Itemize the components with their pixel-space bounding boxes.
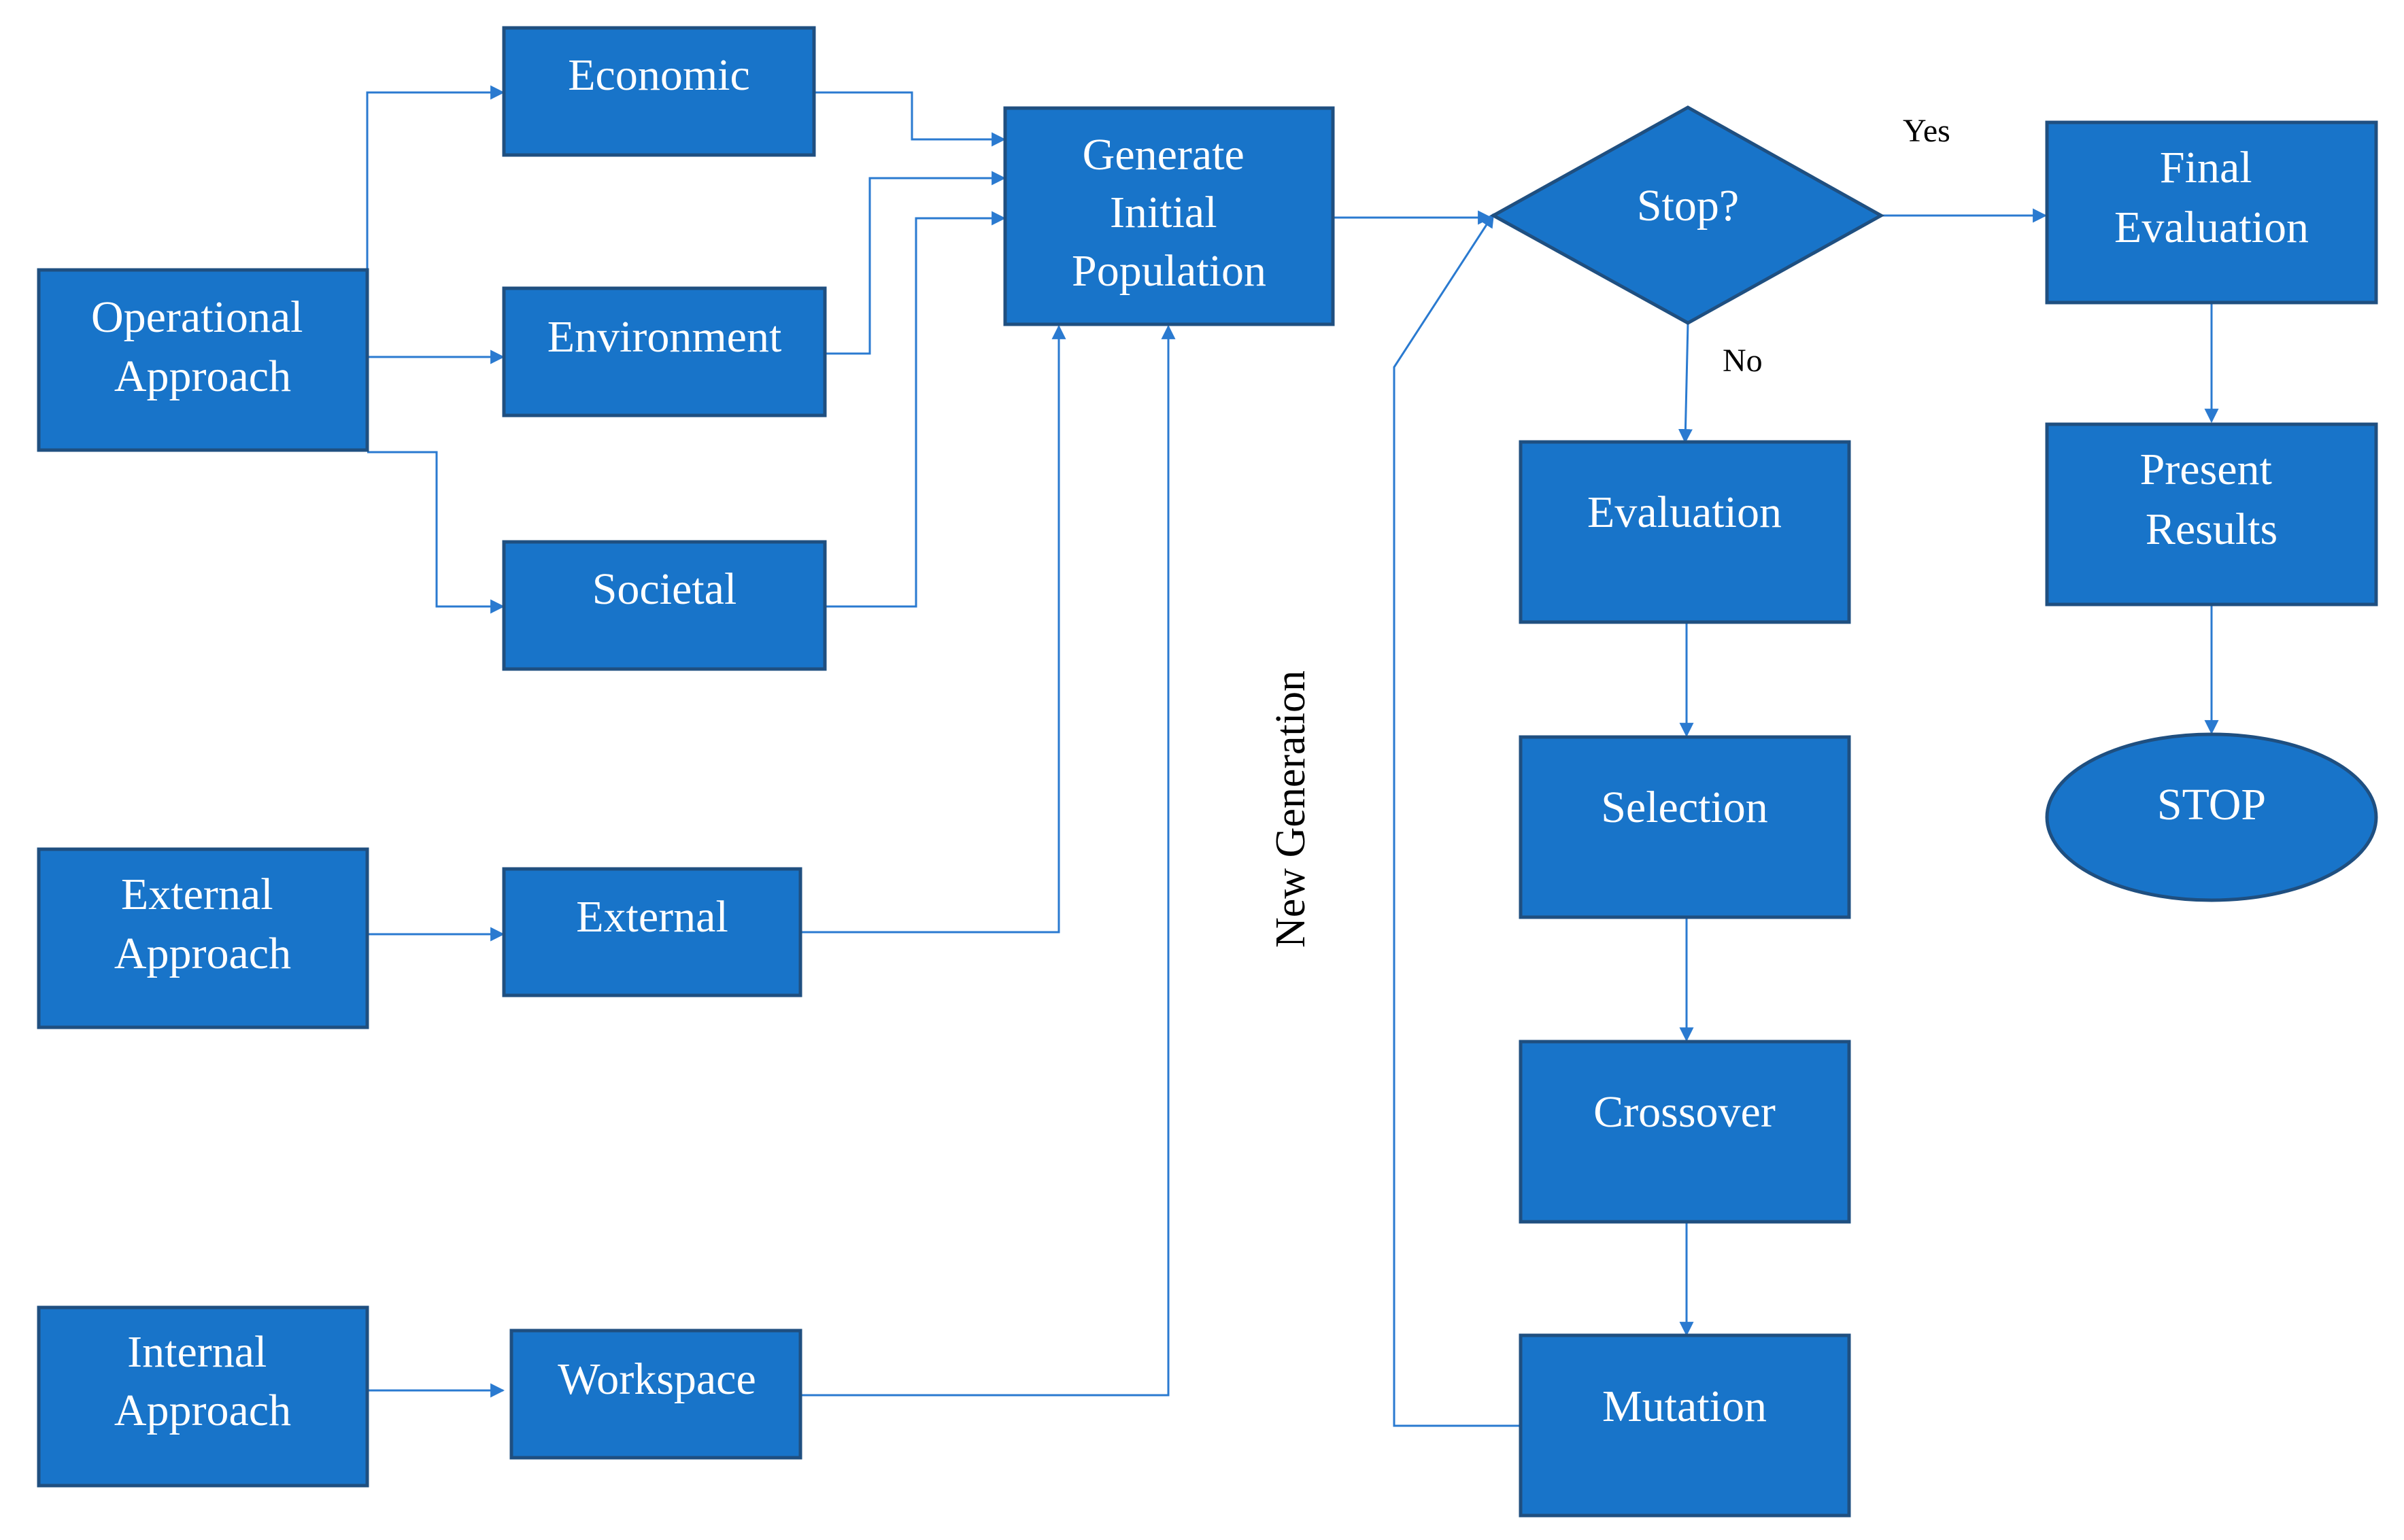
environment-label: Environment bbox=[547, 312, 782, 362]
edge-mutation-to-stop-loop bbox=[1393, 213, 1521, 1427]
stop-terminal-label: STOP bbox=[2157, 780, 2266, 829]
edge-workspace-to-generate bbox=[800, 324, 1176, 1397]
selection-label: Selection bbox=[1601, 783, 1768, 832]
no-label: No bbox=[1723, 343, 1763, 379]
edge-stop-no-to-evaluation bbox=[1678, 322, 1693, 444]
operational-approach-box bbox=[37, 268, 369, 452]
edge-operational-to-economic bbox=[366, 85, 505, 270]
edge-societal-to-generate bbox=[825, 211, 1006, 608]
internal-approach-label: Internal Approach bbox=[114, 1327, 291, 1435]
evaluation-label: Evaluation bbox=[1587, 487, 1782, 537]
workspace-box bbox=[509, 1329, 802, 1460]
crossover-label: Crossover bbox=[1593, 1087, 1776, 1137]
external-box bbox=[502, 867, 802, 997]
generate-initial-population-box bbox=[1003, 106, 1335, 326]
present-results-box bbox=[2045, 422, 2378, 606]
societal-box bbox=[502, 540, 827, 671]
mutation-label: Mutation bbox=[1602, 1382, 1767, 1431]
edge-labels: Yes No New Generation bbox=[1268, 113, 1950, 948]
node-labels: Operational Approach Economic Environmen… bbox=[91, 50, 2309, 1435]
mutation-box bbox=[1519, 1333, 1851, 1518]
evaluation-box bbox=[1519, 440, 1851, 624]
present-results-label: Present Results bbox=[2140, 445, 2284, 554]
external-approach-label: External Approach bbox=[114, 870, 291, 978]
internal-approach-box bbox=[37, 1305, 369, 1488]
external-approach-box bbox=[37, 847, 369, 1029]
economic-box bbox=[502, 26, 816, 157]
economic-label: Economic bbox=[568, 50, 750, 100]
stop-decision-label: Stop? bbox=[1637, 181, 1739, 230]
yes-label: Yes bbox=[1903, 113, 1950, 149]
edge-external-to-generate bbox=[800, 324, 1066, 934]
stop-terminal-ellipse bbox=[2045, 732, 2378, 902]
nodes bbox=[37, 26, 2378, 1518]
new-generation-label: New Generation bbox=[1268, 670, 1314, 948]
external-label: External bbox=[576, 892, 728, 942]
workspace-label: Workspace bbox=[558, 1354, 756, 1404]
societal-label: Societal bbox=[592, 564, 737, 614]
selection-box bbox=[1519, 735, 1851, 919]
operational-approach-label: Operational Approach bbox=[91, 292, 314, 401]
generate-initial-population-label: Generate Initial Population bbox=[1072, 130, 1266, 296]
stop-decision-diamond bbox=[1489, 105, 1885, 325]
final-evaluation-box bbox=[2045, 120, 2378, 305]
final-evaluation-label: Final Evaluation bbox=[2114, 143, 2309, 252]
environment-box bbox=[502, 286, 827, 417]
connectors bbox=[366, 85, 2219, 1427]
crossover-box bbox=[1519, 1040, 1851, 1224]
edge-environment-to-generate bbox=[825, 171, 1006, 355]
edge-economic-to-generate bbox=[814, 91, 1006, 147]
edge-operational-to-societal bbox=[367, 451, 505, 614]
